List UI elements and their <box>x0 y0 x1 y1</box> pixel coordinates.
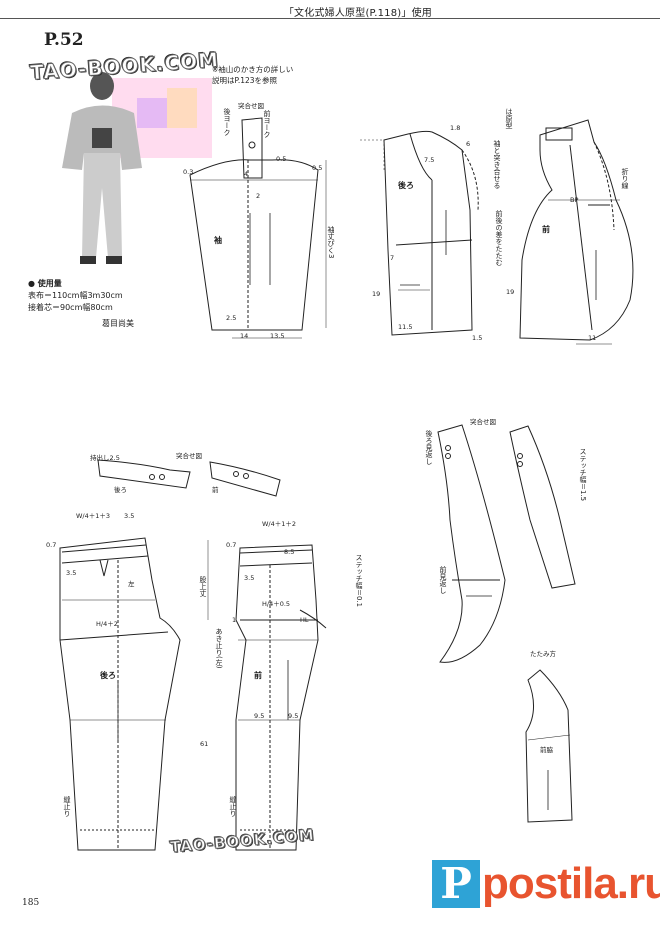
materials-fabric: 表布＝110cm幅3m30cm <box>28 291 123 300</box>
num-11-5: 11.5 <box>398 323 413 331</box>
num-1-8: 1.8 <box>450 124 461 132</box>
h-formula-front: H/4＋0.5 <box>262 600 291 608</box>
num-8-5: 8.5 <box>284 548 295 556</box>
front-gusset-piece <box>525 669 573 823</box>
num-0-5b: 0.5 <box>312 164 323 172</box>
num-0-7b: 0.7 <box>226 541 237 549</box>
opening-stop-label: あき止り(左) <box>215 628 223 669</box>
postila-p-square: P <box>432 860 480 908</box>
sleeve-label: 袖 <box>214 236 222 245</box>
front-back-diff-note: 前後の差をたたむ <box>495 210 503 266</box>
num-7: 7 <box>390 254 395 262</box>
bodice-front-piece <box>519 119 634 345</box>
facing-pieces <box>437 424 576 663</box>
waistband-front-label: 前 <box>212 486 219 494</box>
w-formula-front: W/4＋1＋2 <box>262 520 297 528</box>
materials-heading: ● 使用量 <box>28 279 62 288</box>
front-pants-piece <box>207 540 327 851</box>
num-1-5a: 1.5 <box>472 334 483 342</box>
front-pants-label: 前 <box>254 671 262 680</box>
sleeve-length-label: 袖丈ぴく3 <box>327 226 335 259</box>
stitch-width-pants-label: ステッチ幅＝0.1 <box>355 554 363 608</box>
num-4: 4 <box>244 170 249 178</box>
num-19b: 19 <box>506 288 515 296</box>
num-14: 14 <box>240 332 249 340</box>
num-9-5a: 9.5 <box>254 712 265 720</box>
page-number: 185 <box>22 898 40 908</box>
sleeve-match-note: 袖と突き合せる <box>493 140 501 189</box>
bodice-back-piece <box>360 130 479 336</box>
bodice-back-label: 後ろ <box>398 181 414 190</box>
num-7-5: 7.5 <box>424 156 435 164</box>
materials: ● 使用量 表布＝110cm幅3m30cm 接着芯＝90cm幅80cm <box>28 278 123 314</box>
running-header: 「文化式婦人原型(P.118)」使用 <box>0 0 660 20</box>
header-rule <box>0 18 660 19</box>
postila-wordmark: postila.ru <box>482 859 660 908</box>
original-pattern-label: は原型 <box>505 108 513 129</box>
num-3-5a: 3.5 <box>66 569 77 577</box>
model-photo <box>62 72 212 264</box>
materials-interfacing: 接着芯＝90cm幅80cm <box>28 303 113 312</box>
num-2-5: 2.5 <box>226 314 237 322</box>
hl-label: HL <box>300 616 309 624</box>
stitch-width-facing-label: ステッチ幅＝1.5 <box>579 448 587 502</box>
num-0-7a: 0.7 <box>46 541 57 549</box>
waistband-pieces <box>97 459 281 497</box>
num-19a: 19 <box>372 290 381 298</box>
num-2: 2 <box>256 192 261 200</box>
left-label-back: 左 <box>128 580 135 588</box>
num-6: 6 <box>466 140 471 148</box>
num-3-5c: 3.5 <box>244 574 255 582</box>
hem-stop-back: 縫止り <box>63 796 71 817</box>
sleeve-match-label: 突合せ図 <box>238 102 264 110</box>
front-yoke-label: 前ヨーク <box>263 110 271 138</box>
note-line-2: 説明はP.123を参照 <box>212 76 278 85</box>
num-0-5a: 0.5 <box>276 155 287 163</box>
back-facing-label: 後ろ見返し <box>425 430 433 465</box>
waistband-match-label: 突合せ図 <box>176 452 202 460</box>
num-13-5: 13.5 <box>270 332 285 340</box>
designer-credit: 葛目尚美 <box>102 319 134 328</box>
back-yoke-label: 後ヨーク <box>223 108 231 136</box>
front-facing-label: 前見返し <box>439 566 447 594</box>
fold-line-label: 折り線 <box>621 168 629 189</box>
h-formula-back: H/4＋2 <box>96 620 118 628</box>
note-line-1: ※袖山のかき方の詳しい <box>212 65 294 74</box>
bp-label: BP <box>570 196 579 204</box>
waistband-back-label: 後ろ <box>114 486 127 494</box>
rise-label: 股上丈 <box>199 576 207 597</box>
note: ※袖山のかき方の詳しい 説明はP.123を参照 <box>212 64 322 86</box>
fold-method-label: たたみ方 <box>530 650 556 658</box>
num-0-3: 0.3 <box>183 168 194 176</box>
back-pants-label: 後ろ <box>100 671 116 680</box>
front-gusset-label: 前脇 <box>540 746 553 754</box>
sleeve-piece <box>189 117 327 339</box>
grain-arrows <box>117 210 597 810</box>
bodice-front-label: 前 <box>542 225 550 234</box>
page-label: P.52 <box>44 30 84 50</box>
w-formula-back: W/4＋1＋3 <box>76 512 111 520</box>
num-61: 61 <box>200 740 209 748</box>
postila-p-letter: P <box>440 859 472 908</box>
extension-label: 持出し2.5 <box>90 454 120 462</box>
hem-stop-front: 縫止り <box>229 796 237 817</box>
num-3-5b: 3.5 <box>124 512 135 520</box>
num-1: 1 <box>232 616 237 624</box>
back-pants-piece <box>59 537 181 851</box>
num-9-5b: 9.5 <box>288 712 299 720</box>
facing-match-label: 突合せ図 <box>470 418 496 426</box>
num-11: 11 <box>588 334 597 342</box>
postila-logo[interactable]: P postila.ru <box>432 856 660 916</box>
header-text: 「文化式婦人原型(P.118)」使用 <box>283 8 432 19</box>
